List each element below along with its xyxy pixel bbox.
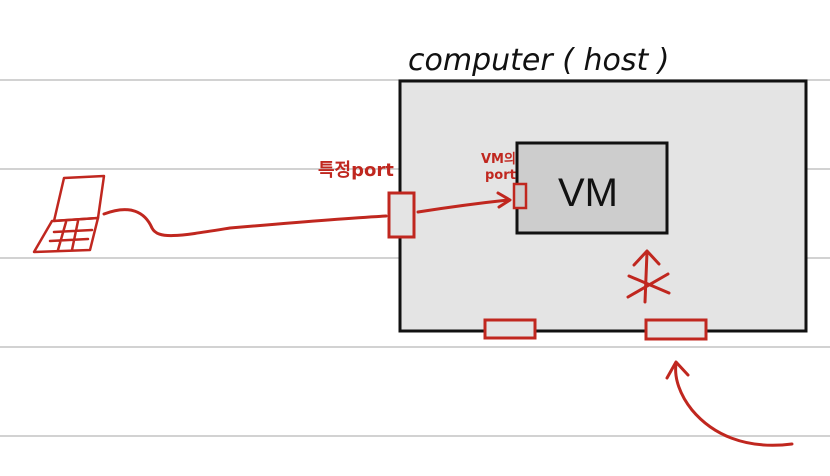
laptop-icon <box>32 174 106 254</box>
blocked-connection-icon <box>626 249 671 304</box>
forward-arrow <box>416 191 512 214</box>
host-label: computer ( host ) <box>408 43 669 78</box>
host-bottom-port-right <box>644 318 708 341</box>
vm-port-label-line1: VM의 <box>481 151 516 167</box>
vm-port <box>512 182 528 210</box>
host-specific-port <box>387 191 416 239</box>
vm-port-label-line2: port <box>485 168 516 183</box>
incoming-arrow <box>665 360 794 447</box>
host-bottom-port-left <box>483 318 537 340</box>
vm-label: VM <box>558 171 618 215</box>
specific-port-label: 특정port <box>318 160 394 181</box>
laptop-to-host-port-connection <box>102 208 388 237</box>
